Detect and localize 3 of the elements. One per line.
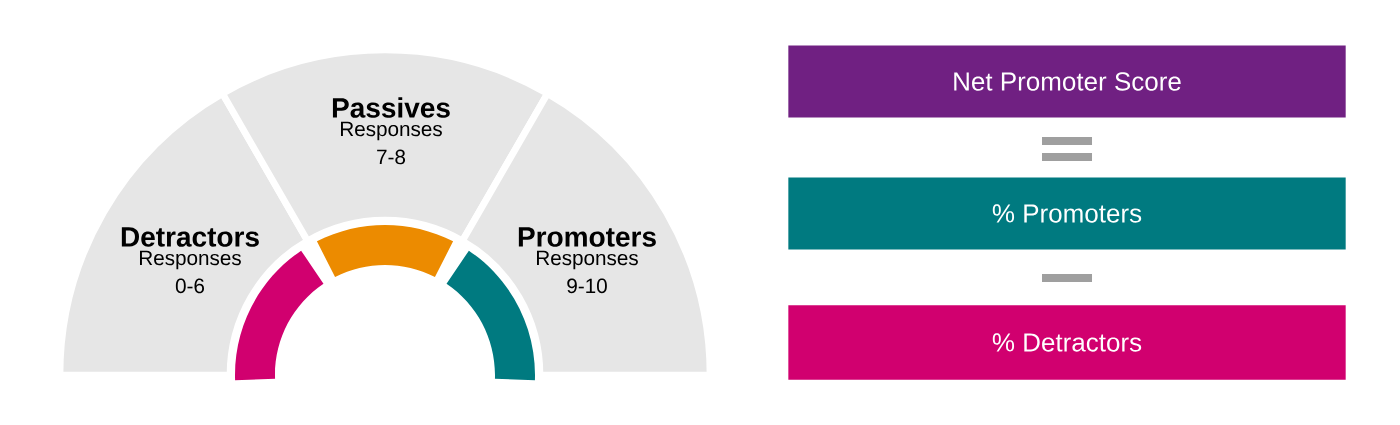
formula-box: Net Promoter Score [788, 45, 1346, 118]
formula-box: % Promoters [788, 177, 1346, 250]
formula-box: % Detractors [788, 305, 1346, 380]
